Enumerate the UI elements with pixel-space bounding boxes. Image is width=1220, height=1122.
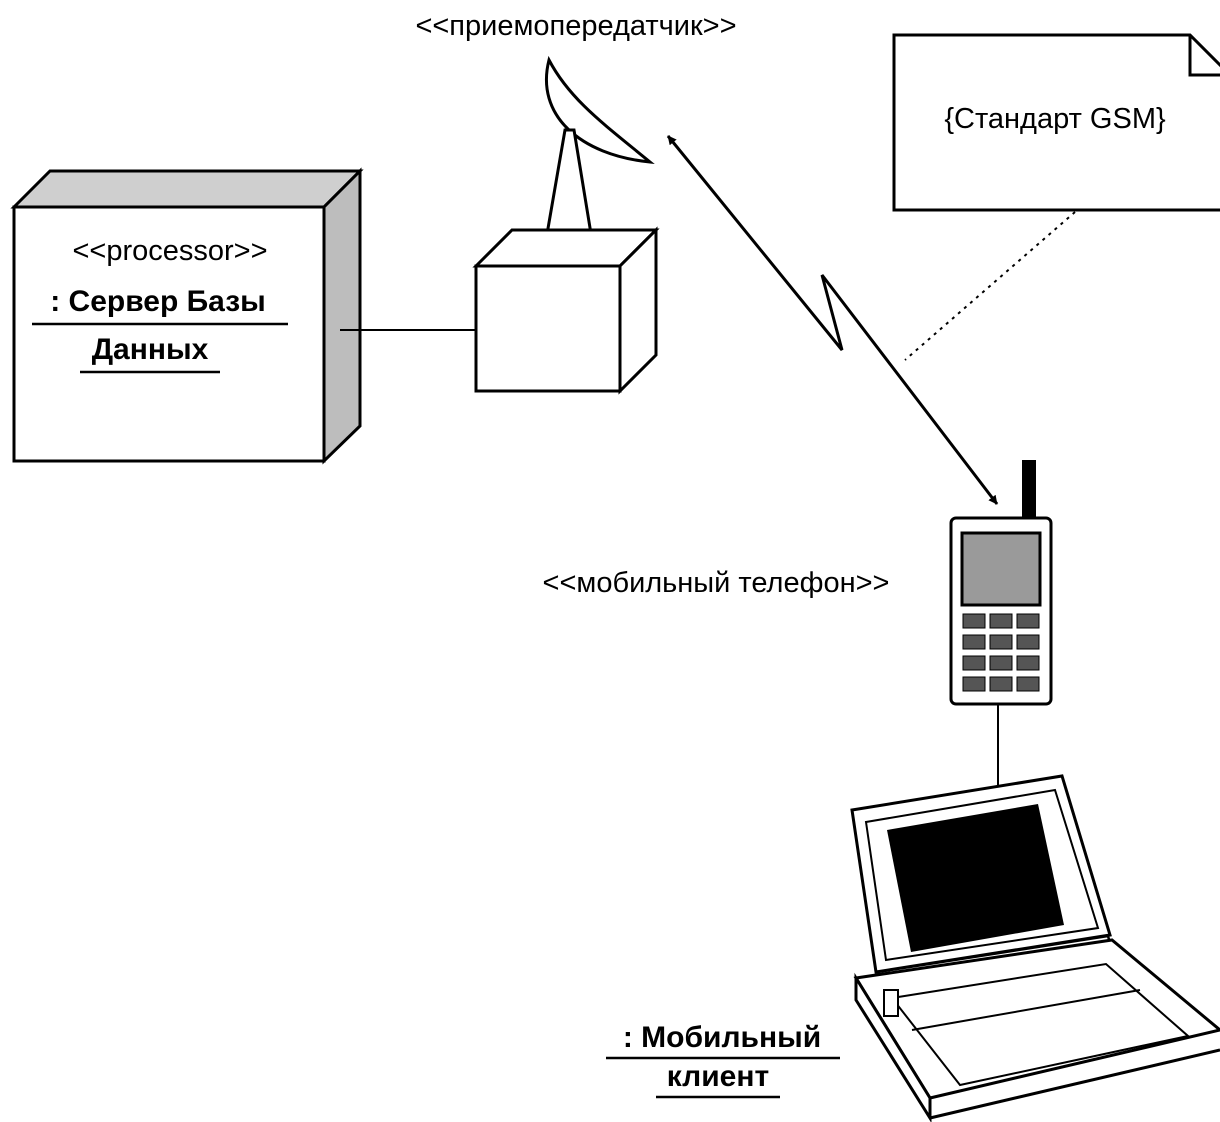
- server-node: <<processor>> : Сервер Базы Данных: [10, 167, 364, 465]
- transceiver-cube-front: [474, 264, 622, 393]
- laptop-base-edge: [929, 1048, 1220, 1120]
- note-text: {Стандарт GSM}: [944, 103, 1166, 135]
- server-name-line1: : Сервер Базы: [50, 285, 266, 318]
- server-node-front: [12, 205, 326, 463]
- note-box: [892, 33, 1220, 212]
- server-stereotype: <<processor>>: [72, 235, 267, 267]
- antenna-mast: [544, 128, 594, 242]
- client-name-line2: клиент: [667, 1060, 769, 1093]
- mobile-phone-node: <<мобильный телефон>>: [543, 460, 1053, 706]
- laptop-lid-inner: [864, 788, 1100, 962]
- transceiver-stereotype: <<приемопередатчик>>: [415, 10, 736, 42]
- client-name-line1: : Мобильный: [623, 1021, 821, 1054]
- note-fold: [1188, 35, 1220, 77]
- phone-screen: [960, 531, 1042, 607]
- laptop-keyboard-line: [911, 989, 1141, 1031]
- phone-keypad: [962, 613, 1040, 692]
- server-node-side: [322, 167, 362, 465]
- note-anchor-line: [904, 211, 1076, 361]
- phone-antenna: [1022, 460, 1036, 518]
- transceiver-node: <<приемопередатчик>>: [415, 10, 737, 395]
- laptop-screen: [887, 804, 1064, 952]
- server-node-top: [10, 169, 364, 209]
- phone-stereotype: <<мобильный телефон>>: [543, 567, 890, 599]
- laptop-node: : Мобильный клиент: [606, 774, 1220, 1122]
- satellite-dish-icon: [545, 55, 655, 164]
- laptop-drive-slot: [883, 989, 899, 1017]
- wireless-link: [666, 135, 999, 505]
- laptop-keyboard: [890, 962, 1191, 1087]
- gsm-note: {Стандарт GSM}: [892, 33, 1220, 212]
- server-name-line2: Данных: [92, 333, 209, 366]
